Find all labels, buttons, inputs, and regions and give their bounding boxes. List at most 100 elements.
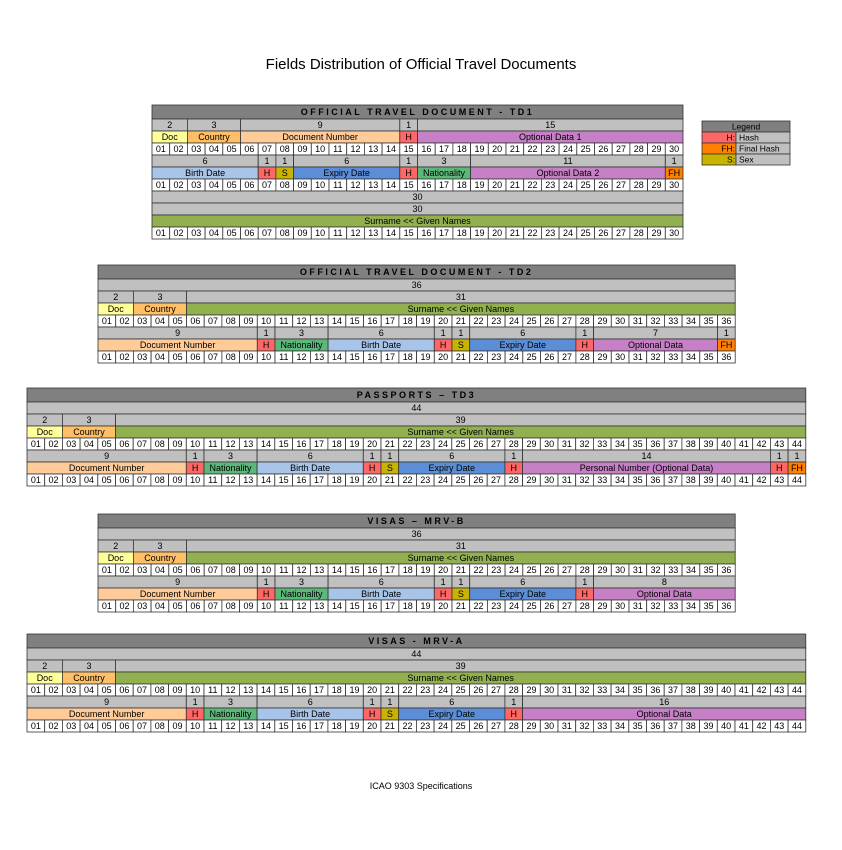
position-number: 26 bbox=[598, 180, 608, 190]
field-length-label: 6 bbox=[520, 328, 525, 338]
field-label: H bbox=[405, 132, 412, 142]
position-number: 08 bbox=[155, 721, 165, 731]
position-number: 10 bbox=[315, 144, 325, 154]
position-number: 31 bbox=[562, 475, 572, 485]
position-number: 02 bbox=[174, 180, 184, 190]
position-number: 21 bbox=[510, 144, 520, 154]
position-number: 19 bbox=[349, 721, 359, 731]
field-label: H bbox=[369, 709, 376, 719]
position-number: 41 bbox=[739, 439, 749, 449]
total-length-label: 36 bbox=[412, 529, 422, 539]
position-number: 13 bbox=[314, 565, 324, 575]
position-number: 26 bbox=[473, 685, 483, 695]
position-number: 22 bbox=[403, 439, 413, 449]
position-number: 29 bbox=[651, 144, 661, 154]
field-length-label: 14 bbox=[641, 451, 651, 461]
position-number: 38 bbox=[686, 439, 696, 449]
position-number: 23 bbox=[545, 144, 555, 154]
position-number: 04 bbox=[155, 601, 165, 611]
position-number: 01 bbox=[102, 316, 112, 326]
position-number: 39 bbox=[703, 439, 713, 449]
position-number: 09 bbox=[297, 180, 307, 190]
position-number: 24 bbox=[509, 565, 519, 575]
position-number: 23 bbox=[491, 352, 501, 362]
position-number: 33 bbox=[668, 352, 678, 362]
position-number: 28 bbox=[509, 475, 519, 485]
position-number: 08 bbox=[155, 685, 165, 695]
position-number: 30 bbox=[669, 144, 679, 154]
position-number: 30 bbox=[615, 565, 625, 575]
position-number: 31 bbox=[633, 601, 643, 611]
field-length-label: 3 bbox=[228, 697, 233, 707]
position-number: 32 bbox=[651, 352, 661, 362]
position-number: 07 bbox=[137, 721, 147, 731]
field-length-label: 6 bbox=[449, 697, 454, 707]
position-number: 14 bbox=[261, 721, 271, 731]
position-number: 05 bbox=[227, 228, 237, 238]
position-number: 01 bbox=[102, 601, 112, 611]
field-length-label: 3 bbox=[157, 541, 162, 551]
position-number: 16 bbox=[421, 180, 431, 190]
position-number: 21 bbox=[510, 180, 520, 190]
position-number: 12 bbox=[351, 180, 361, 190]
field-length-label: 2 bbox=[42, 415, 47, 425]
field-label: Nationality bbox=[281, 589, 324, 599]
position-number: 29 bbox=[526, 721, 536, 731]
field-length-label: 3 bbox=[86, 415, 91, 425]
field-length-label: 31 bbox=[456, 292, 466, 302]
position-number: 10 bbox=[315, 228, 325, 238]
position-number: 34 bbox=[615, 475, 625, 485]
position-number: 11 bbox=[279, 316, 288, 326]
position-number: 28 bbox=[509, 439, 519, 449]
field-length-label: 6 bbox=[520, 577, 525, 587]
position-number: 02 bbox=[174, 228, 184, 238]
position-number: 27 bbox=[562, 565, 572, 575]
position-number: 38 bbox=[686, 475, 696, 485]
field-label: H bbox=[511, 709, 518, 719]
position-number: 02 bbox=[49, 721, 59, 731]
field-length-label: 1 bbox=[264, 577, 269, 587]
document-header-text: OFFICIAL TRAVEL DOCUMENT - TD2 bbox=[300, 267, 534, 277]
position-number: 23 bbox=[545, 228, 555, 238]
position-number: 15 bbox=[404, 144, 414, 154]
field-length-label: 6 bbox=[379, 577, 384, 587]
position-number: 30 bbox=[544, 685, 554, 695]
legend-label-cell bbox=[735, 153, 791, 166]
position-number: 02 bbox=[120, 316, 130, 326]
position-number: 12 bbox=[226, 475, 236, 485]
position-number: 34 bbox=[615, 685, 625, 695]
position-number: 28 bbox=[634, 144, 644, 154]
position-number: 25 bbox=[456, 721, 466, 731]
position-number: 12 bbox=[226, 685, 236, 695]
field-length-label: 1 bbox=[458, 577, 463, 587]
position-number: 42 bbox=[757, 475, 767, 485]
position-number: 33 bbox=[597, 685, 607, 695]
position-number: 16 bbox=[367, 601, 377, 611]
position-number: 03 bbox=[137, 565, 147, 575]
position-number: 28 bbox=[580, 565, 590, 575]
field-label: S bbox=[458, 589, 464, 599]
position-cell bbox=[787, 473, 807, 487]
position-number: 13 bbox=[243, 685, 253, 695]
position-number: 13 bbox=[243, 475, 253, 485]
position-number: 17 bbox=[385, 316, 395, 326]
position-number: 35 bbox=[704, 565, 714, 575]
position-number: 43 bbox=[774, 721, 784, 731]
legend-key: FH: bbox=[721, 144, 735, 154]
position-number: 33 bbox=[597, 475, 607, 485]
position-number: 08 bbox=[280, 228, 290, 238]
position-number: 13 bbox=[314, 601, 324, 611]
field-label: H bbox=[263, 589, 270, 599]
position-number: 07 bbox=[262, 144, 272, 154]
position-number: 44 bbox=[792, 721, 802, 731]
position-number: 03 bbox=[66, 439, 76, 449]
field-length-label: 1 bbox=[777, 451, 782, 461]
position-number: 15 bbox=[279, 685, 289, 695]
field-label: H bbox=[264, 168, 271, 178]
position-number: 32 bbox=[651, 601, 661, 611]
position-number: 03 bbox=[191, 180, 201, 190]
position-number: 29 bbox=[597, 316, 607, 326]
position-number: 08 bbox=[226, 565, 236, 575]
